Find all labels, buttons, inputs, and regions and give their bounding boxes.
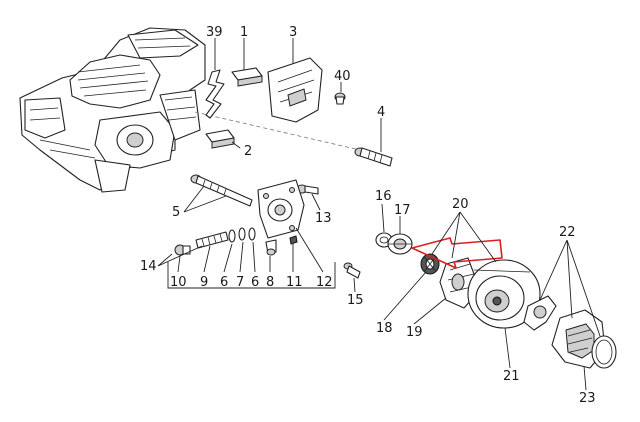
part-7-oring (238, 227, 246, 241)
callout-39: 39 (206, 25, 223, 40)
engine-block (19, 27, 206, 193)
callout-18: 18 (376, 321, 393, 336)
part-15-screw (343, 262, 361, 279)
part-8-screw (265, 239, 277, 256)
callout-5: 5 (172, 205, 180, 220)
callout-labels: 39 1 3 40 4 2 5 13 14 10 9 6 7 6 8 11 12… (140, 25, 596, 406)
callout-14: 14 (140, 259, 157, 274)
part-22-clutch (523, 295, 557, 331)
part-4-bolt (354, 147, 393, 167)
callout-17: 17 (394, 203, 411, 218)
part-6-seal (228, 229, 236, 243)
part-23-clutch-shoes (551, 309, 617, 369)
assembly-line (194, 111, 361, 151)
leader-lines (157, 38, 601, 391)
group-frame (167, 262, 336, 289)
callout-11: 11 (286, 275, 303, 290)
part-12-pump (257, 179, 305, 239)
callout-16: 16 (375, 189, 392, 204)
callout-10: 10 (170, 275, 187, 290)
callout-12: 12 (316, 275, 333, 290)
part-17-sleeve (387, 233, 413, 255)
part-21-clutch-drum (467, 259, 541, 329)
part-9-worm-shaft (195, 231, 229, 249)
callout-21: 21 (503, 369, 520, 384)
callout-7: 7 (236, 275, 244, 290)
red-arrow-shape (411, 237, 503, 269)
callout-15: 15 (347, 293, 364, 308)
callout-13: 13 (315, 211, 332, 226)
callout-1: 1 (240, 25, 248, 40)
callout-23: 23 (579, 391, 596, 406)
callout-3: 3 (289, 25, 297, 40)
part-11-pin (289, 235, 298, 245)
part-10-plug (174, 244, 191, 256)
part-3-cover (267, 57, 323, 123)
part-6b-seal (248, 227, 256, 241)
part-40-screw (334, 92, 346, 105)
callout-2: 2 (244, 144, 252, 159)
callout-6b: 6 (251, 275, 259, 290)
callout-22: 22 (559, 225, 576, 240)
highlight-arrow (411, 237, 503, 269)
part-39-clip (205, 69, 225, 119)
part-1-pad (231, 67, 263, 87)
callout-6: 6 (220, 275, 228, 290)
callout-19: 19 (406, 325, 423, 340)
callout-9: 9 (200, 275, 208, 290)
part-5-screw (190, 174, 253, 207)
part-2-pad (205, 129, 235, 149)
callout-20: 20 (452, 197, 469, 212)
callout-8: 8 (266, 275, 274, 290)
callout-40: 40 (334, 69, 351, 84)
callout-4: 4 (377, 105, 385, 120)
